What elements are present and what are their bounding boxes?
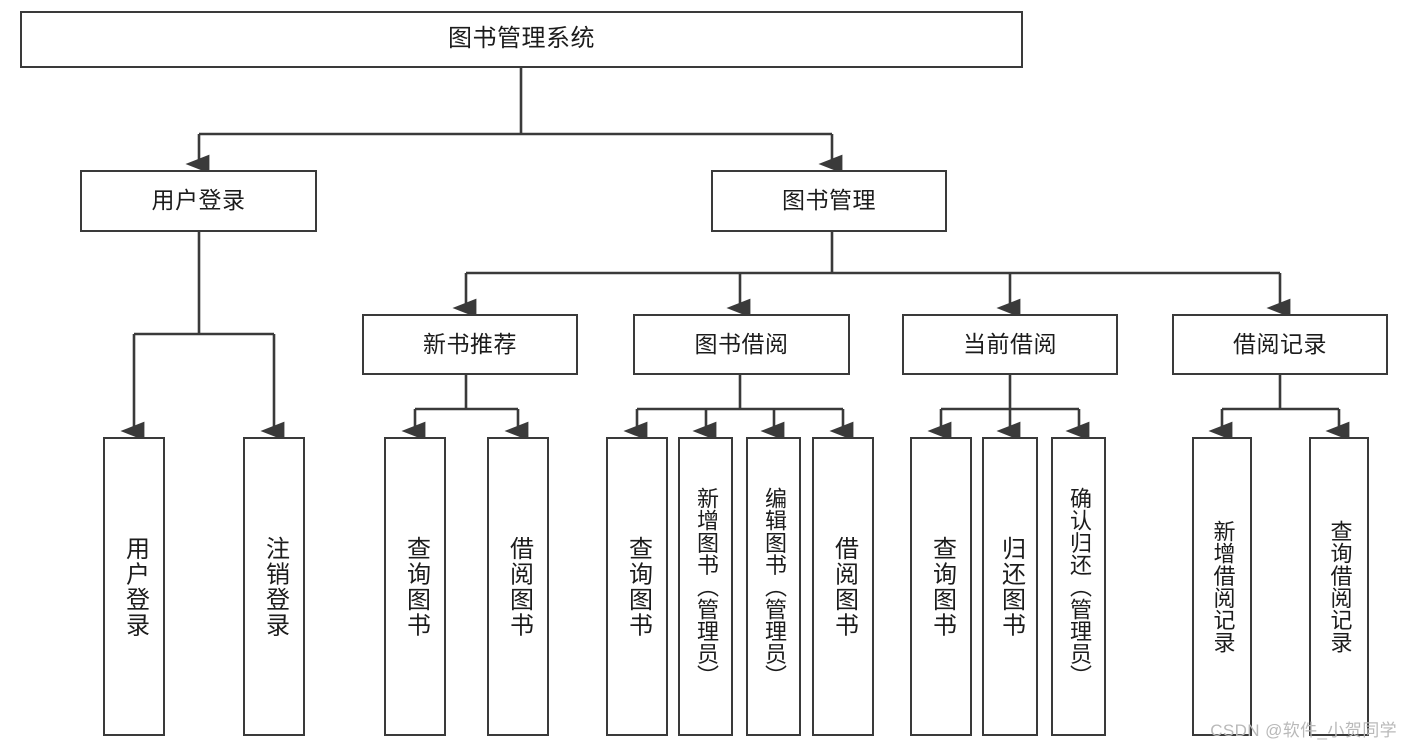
node-current-borrow[interactable]: 当前借阅 bbox=[902, 314, 1118, 375]
node-leaf-borrow-book-b-label: 借阅图书 bbox=[830, 535, 858, 638]
node-book-manage-label: 图书管理 bbox=[782, 187, 876, 214]
node-leaf-borrow-book-a[interactable]: 借阅图书 bbox=[487, 437, 549, 736]
node-book-manage[interactable]: 图书管理 bbox=[711, 170, 947, 232]
node-leaf-query-book-b-label: 查询图书 bbox=[624, 535, 652, 638]
node-borrow-record[interactable]: 借阅记录 bbox=[1172, 314, 1388, 375]
node-leaf-query-record-label: 查询借阅记录 bbox=[1327, 519, 1353, 654]
node-leaf-logout[interactable]: 注销登录 bbox=[243, 437, 305, 736]
node-borrow-record-label: 借阅记录 bbox=[1233, 330, 1327, 357]
node-leaf-add-record[interactable]: 新增借阅记录 bbox=[1192, 437, 1252, 736]
node-leaf-query-book-b[interactable]: 查询图书 bbox=[606, 437, 668, 736]
node-leaf-confirm-return-label: 确认归还（管理员） bbox=[1066, 486, 1092, 687]
node-leaf-query-book-a[interactable]: 查询图书 bbox=[384, 437, 446, 736]
node-root-label: 图书管理系统 bbox=[448, 25, 595, 53]
node-leaf-user-login-label: 用户登录 bbox=[121, 535, 149, 638]
node-new-book-rec-label: 新书推荐 bbox=[423, 330, 517, 357]
node-leaf-edit-book[interactable]: 编辑图书（管理员） bbox=[746, 437, 801, 736]
node-leaf-add-book[interactable]: 新增图书（管理员） bbox=[678, 437, 733, 736]
node-leaf-borrow-book-b[interactable]: 借阅图书 bbox=[812, 437, 874, 736]
node-leaf-query-record[interactable]: 查询借阅记录 bbox=[1309, 437, 1369, 736]
node-leaf-borrow-book-a-label: 借阅图书 bbox=[505, 535, 533, 638]
node-leaf-user-login[interactable]: 用户登录 bbox=[103, 437, 165, 736]
node-new-book-rec[interactable]: 新书推荐 bbox=[362, 314, 578, 375]
node-user-login-label: 用户登录 bbox=[151, 187, 246, 214]
node-leaf-edit-book-label: 编辑图书（管理员） bbox=[761, 486, 787, 687]
node-current-borrow-label: 当前借阅 bbox=[963, 330, 1057, 357]
csdn-watermark: CSDN @软件_小贺同学 bbox=[1210, 721, 1397, 740]
node-leaf-query-book-c[interactable]: 查询图书 bbox=[910, 437, 972, 736]
node-leaf-query-book-c-label: 查询图书 bbox=[928, 535, 956, 638]
node-leaf-logout-label: 注销登录 bbox=[261, 535, 289, 638]
node-leaf-confirm-return[interactable]: 确认归还（管理员） bbox=[1051, 437, 1106, 736]
node-book-borrow-label: 图书借阅 bbox=[694, 330, 789, 357]
node-leaf-return-book[interactable]: 归还图书 bbox=[982, 437, 1038, 736]
node-book-borrow[interactable]: 图书借阅 bbox=[633, 314, 850, 375]
node-root[interactable]: 图书管理系统 bbox=[20, 11, 1023, 68]
node-leaf-query-book-a-label: 查询图书 bbox=[402, 535, 430, 638]
node-user-login[interactable]: 用户登录 bbox=[80, 170, 317, 232]
node-leaf-return-book-label: 归还图书 bbox=[997, 535, 1025, 638]
node-leaf-add-book-label: 新增图书（管理员） bbox=[693, 486, 719, 687]
node-leaf-add-record-label: 新增借阅记录 bbox=[1210, 519, 1236, 654]
